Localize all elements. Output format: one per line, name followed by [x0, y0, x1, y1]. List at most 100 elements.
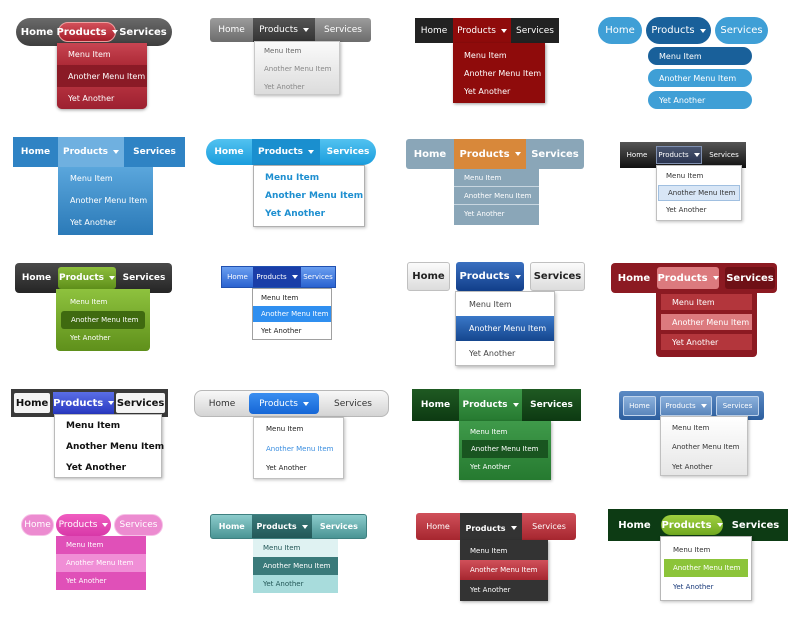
dropdown-item[interactable]: Another Menu Item	[460, 560, 548, 580]
dropdown-item[interactable]: Yet Another	[66, 577, 107, 585]
dropdown-item[interactable]: Yet Another	[70, 334, 111, 342]
nav-home[interactable]: Home	[218, 25, 245, 35]
dropdown-item[interactable]: Another Menu Item	[664, 559, 748, 577]
nav-home[interactable]: Home	[208, 398, 236, 409]
dropdown-item[interactable]: Yet Another	[464, 210, 505, 218]
dropdown-item[interactable]: Menu Item	[470, 427, 508, 436]
nav-home[interactable]: Home	[21, 273, 52, 283]
nav-products[interactable]: Products	[453, 18, 511, 43]
nav-products[interactable]: Products	[253, 267, 301, 287]
dropdown-item[interactable]: Menu Item	[66, 541, 104, 549]
nav-home[interactable]: Home	[598, 17, 642, 44]
nav-home[interactable]: Home	[218, 522, 245, 531]
nav-services[interactable]: Services	[715, 17, 768, 44]
nav-home[interactable]: Home	[407, 262, 450, 291]
nav-home[interactable]: Home	[413, 148, 447, 160]
nav-services[interactable]: Services	[725, 267, 775, 289]
dropdown-item[interactable]: Yet Another	[661, 334, 752, 350]
nav-home[interactable]: Home	[14, 393, 51, 413]
nav-products[interactable]: Products	[249, 393, 319, 414]
dropdown-item[interactable]: Menu Item	[261, 293, 299, 302]
nav-home[interactable]: Home	[420, 400, 451, 410]
dropdown-item[interactable]: Another Menu Item	[266, 444, 334, 453]
nav-services[interactable]: Services	[530, 400, 573, 410]
nav-services[interactable]: Services	[116, 393, 165, 413]
dropdown-item[interactable]: Another Menu Item	[57, 65, 147, 87]
dropdown-item[interactable]: Another Menu Item	[464, 68, 542, 78]
dropdown-item[interactable]: Yet Another	[672, 462, 713, 471]
nav-products[interactable]: Products	[53, 392, 115, 414]
nav-services[interactable]: Services	[326, 147, 370, 157]
dropdown-item[interactable]: Menu Item	[57, 43, 147, 65]
nav-home[interactable]: Home	[214, 147, 244, 157]
dropdown-item[interactable]: Menu Item	[673, 545, 711, 554]
dropdown-item[interactable]: Yet Another	[253, 575, 338, 593]
nav-home[interactable]: Home	[626, 151, 648, 159]
nav-services[interactable]: Services	[522, 513, 576, 540]
dropdown-item[interactable]: Another Menu Item	[672, 443, 740, 451]
nav-products[interactable]: Products	[252, 515, 312, 538]
dropdown-item[interactable]: Menu Item	[661, 294, 752, 310]
dropdown-item[interactable]: Yet Another	[469, 348, 516, 358]
nav-products[interactable]: Products	[646, 17, 711, 44]
dropdown-item[interactable]: Yet Another	[264, 83, 305, 91]
dropdown-item[interactable]: Menu Item	[464, 50, 507, 60]
nav-products[interactable]: Products	[454, 139, 526, 169]
dropdown-item[interactable]: Another Menu Item	[253, 557, 338, 575]
nav-services[interactable]: Services	[303, 273, 333, 281]
dropdown-item[interactable]: Yet Another	[66, 462, 127, 473]
dropdown-item[interactable]: Menu Item	[265, 173, 320, 183]
nav-services[interactable]: Services	[731, 519, 780, 531]
dropdown-item[interactable]: Menu Item	[470, 546, 508, 555]
dropdown-item[interactable]: Menu Item	[66, 421, 121, 431]
dropdown-item[interactable]: Menu Item	[454, 169, 539, 187]
dropdown-item[interactable]: Menu Item	[70, 173, 113, 183]
nav-services[interactable]: Services	[531, 148, 579, 160]
nav-services[interactable]: Services	[324, 25, 362, 35]
nav-home[interactable]: Home	[416, 513, 460, 540]
nav-products[interactable]: Products	[656, 146, 702, 164]
dropdown-item[interactable]: Yet Another	[470, 463, 511, 471]
dropdown-item[interactable]: Yet Another	[70, 217, 117, 227]
dropdown-item[interactable]: Another Menu Item	[56, 554, 146, 572]
dropdown-item[interactable]: Menu Item	[253, 539, 338, 557]
nav-home[interactable]: Home	[623, 395, 656, 416]
dropdown-item[interactable]: Yet Another	[470, 586, 511, 594]
dropdown-item[interactable]: Yet Another	[261, 326, 302, 335]
nav-home[interactable]: Home	[617, 272, 651, 284]
dropdown-item[interactable]: Menu Item	[648, 47, 752, 65]
nav-home[interactable]: Home	[20, 26, 54, 38]
dropdown-item[interactable]: Yet Another	[57, 87, 147, 109]
dropdown-item[interactable]: Menu Item	[469, 299, 512, 309]
nav-home[interactable]: Home	[227, 273, 248, 281]
nav-products[interactable]: Products	[456, 262, 524, 291]
nav-services[interactable]: Services	[709, 151, 739, 159]
nav-services[interactable]: Services	[133, 147, 176, 157]
dropdown-item[interactable]: Another Menu Item	[658, 185, 740, 201]
dropdown-item[interactable]: Yet Another	[464, 86, 511, 96]
nav-products[interactable]: Products	[58, 267, 116, 289]
dropdown-item[interactable]: Menu Item	[666, 172, 704, 180]
dropdown-item[interactable]: Yet Another	[648, 91, 752, 109]
dropdown-item[interactable]: Another Menu Item	[456, 316, 554, 341]
nav-services[interactable]: Services	[516, 25, 554, 36]
dropdown-item[interactable]: Yet Another	[673, 583, 714, 591]
nav-products[interactable]: Products	[56, 514, 111, 536]
dropdown-item[interactable]: Another Menu Item	[265, 191, 364, 201]
nav-services[interactable]: Services	[530, 262, 585, 291]
nav-services[interactable]: Services	[114, 514, 163, 536]
nav-products[interactable]: Products	[660, 395, 712, 416]
nav-products[interactable]: Products	[252, 139, 320, 165]
nav-products[interactable]: Products	[459, 389, 522, 421]
nav-services[interactable]: Services	[119, 26, 167, 38]
dropdown-item[interactable]: Yet Another	[666, 206, 707, 214]
dropdown-item[interactable]: Yet Another	[266, 464, 307, 472]
dropdown-item[interactable]: Menu Item	[672, 423, 710, 432]
nav-services[interactable]: Services	[319, 522, 358, 531]
dropdown-item[interactable]: Menu Item	[264, 47, 302, 55]
nav-home[interactable]: Home	[21, 514, 54, 536]
nav-products[interactable]: Products	[253, 18, 315, 42]
nav-products[interactable]: Products	[58, 137, 124, 167]
dropdown-item[interactable]: Another Menu Item	[462, 440, 548, 458]
nav-products[interactable]: Products	[56, 22, 118, 42]
